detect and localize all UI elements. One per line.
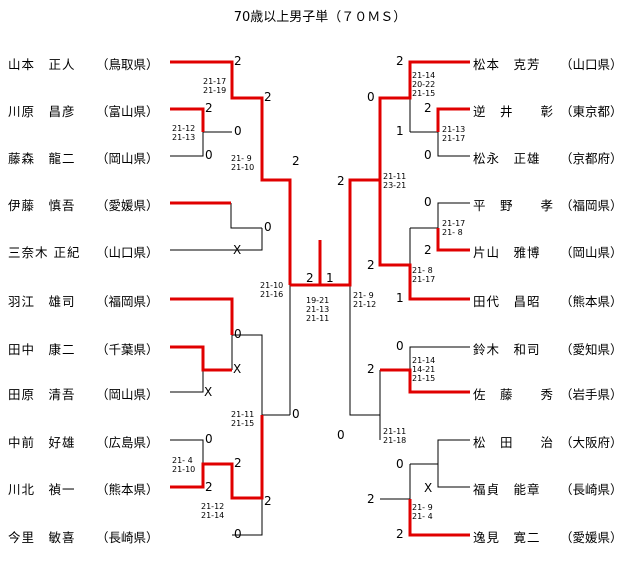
player-pref: （長崎県） [560,482,623,497]
player-name: 川北 禎一 [8,482,76,497]
player-name: 福貞 能章 [473,482,541,497]
player-name: 田原 清吾 [8,387,76,402]
player-pref: （岩手県） [560,387,623,402]
match-score: 2 [205,480,213,494]
final-score: 2 [306,271,314,285]
player-pref: （福岡県） [560,198,623,213]
player-name: 逸見 寛二 [473,530,541,545]
match-score: 0 [424,195,432,209]
player-pref: （富山県） [96,104,159,119]
set-scores: 21- 4 21-10 [172,456,196,474]
player-name: 平 野 孝 [473,198,555,213]
match-score: 1 [396,124,404,138]
match-score: 0 [264,220,272,234]
player-name: 松永 正雄 [473,151,541,166]
match-score: 0 [292,407,300,421]
match-score: 2 [205,101,213,115]
player-pref: （愛媛県） [96,198,159,213]
set-scores: 21-17 21- 8 [442,219,466,237]
player-pref: （熊本県） [560,294,623,309]
player-pref: （山口県） [96,245,159,260]
match-score: 0 [234,327,242,341]
set-scores: 21-11 21-18 [383,427,407,445]
set-scores: 21-12 21-13 [172,124,196,142]
match-score: X [424,481,433,495]
player-name: 田中 康二 [8,342,76,357]
set-scores: 21-14 14-21 21-15 [412,356,436,383]
set-scores: 21-13 21-17 [442,125,466,143]
match-score: 2 [424,243,432,257]
set-scores: 21-17 21-19 [203,77,227,95]
match-score: 2 [292,154,300,168]
set-scores: 21- 9 21-10 [231,154,255,172]
match-score: X [233,362,242,376]
match-score: X [204,385,213,399]
match-score: 2 [367,362,375,376]
player-pref: （愛媛県） [560,530,623,545]
set-scores: 21-11 21-15 [231,410,255,428]
player-pref: （東京都） [560,104,623,119]
match-score: 2 [234,54,242,68]
player-pref: （千葉県） [96,342,159,357]
player-pref: （岡山県） [560,245,623,260]
match-score: 2 [367,258,375,272]
player-name: 中前 好雄 [8,435,76,450]
player-name: 今里 敏喜 [8,530,76,545]
set-scores: 21- 9 21-12 [353,291,377,309]
match-score: X [233,243,242,257]
player-name: 川原 昌彦 [8,104,76,119]
match-score: 0 [396,339,404,353]
match-score: 2 [367,492,375,506]
player-pref: （長崎県） [96,530,159,545]
player-name: 片山 雅博 [473,245,541,260]
match-score: 2 [396,54,404,68]
set-scores: 19-21 21-13 21-11 [306,296,330,323]
player-pref: （鳥取県） [96,57,159,72]
player-name: 山本 正人 [8,57,76,72]
set-scores: 21-10 21-16 [260,281,284,299]
match-score: 1 [396,291,404,305]
bracket-title: 70歳以上男子単（７０ＭＳ） [233,10,407,25]
player-name: 佐 藤 秀 [473,387,555,402]
match-score: 2 [396,527,404,541]
match-score: 2 [264,494,272,508]
player-name: 鈴木 和司 [473,342,541,357]
player-name: 逆 井 彰 [473,104,555,119]
final-score: 1 [326,271,334,285]
match-score: 0 [205,432,213,446]
set-scores: 21-11 23-21 [383,172,407,190]
match-score: 0 [205,148,213,162]
player-name: 三奈木 正紀 [8,245,81,260]
match-score: 0 [337,428,345,442]
match-score: 0 [424,148,432,162]
player-pref: （山口県） [560,57,623,72]
player-pref: （京都府） [560,151,623,166]
player-pref: （大阪府） [560,435,623,450]
match-score: 2 [424,101,432,115]
set-scores: 21- 8 21-17 [412,266,436,284]
player-name: 田代 昌昭 [473,294,541,309]
player-pref: （愛知県） [560,342,623,357]
player-name: 松 田 治 [473,435,555,450]
player-pref: （岡山県） [96,151,159,166]
match-score: 0 [396,457,404,471]
match-score: 2 [337,174,345,188]
match-score: 2 [234,456,242,470]
player-name: 羽江 雄司 [8,294,76,309]
player-pref: （熊本県） [96,482,159,497]
player-pref: （福岡県） [96,294,159,309]
player-pref: （岡山県） [96,387,159,402]
player-name: 松本 克芳 [473,57,541,72]
set-scores: 21- 9 21- 4 [412,503,433,521]
match-score: 0 [234,124,242,138]
player-name: 藤森 龍二 [8,151,76,166]
set-scores: 21-14 20-22 21-15 [412,71,436,98]
match-score: 0 [367,90,375,104]
set-scores: 21-12 21-14 [201,502,225,520]
player-name: 伊藤 慎吾 [8,198,76,213]
match-score: 0 [234,527,242,541]
match-score: 2 [264,90,272,104]
player-pref: （広島県） [96,435,159,450]
